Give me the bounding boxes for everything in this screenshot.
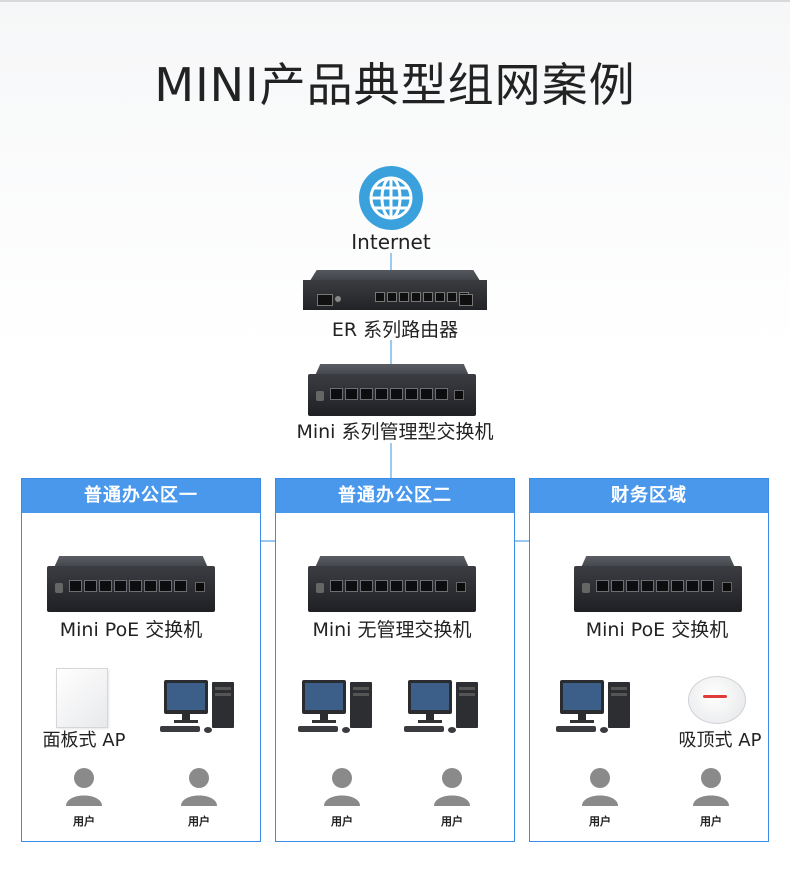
desktop-pc-icon xyxy=(160,680,234,733)
zone-switch-label: Mini PoE 交换机 xyxy=(59,619,203,641)
user-icon xyxy=(66,768,102,806)
switch-icon xyxy=(574,556,742,612)
zone-title: 普通办公区二 xyxy=(276,479,514,513)
zone-switch-label: Mini PoE 交换机 xyxy=(585,619,729,641)
top-divider xyxy=(0,0,790,2)
internet-label: Internet xyxy=(351,230,431,254)
user-icon xyxy=(434,768,470,806)
zone-office-1: 普通办公区一 xyxy=(21,478,261,842)
switch-icon xyxy=(308,556,476,612)
zone-title: 普通办公区一 xyxy=(22,479,260,513)
globe-icon xyxy=(358,165,424,231)
user-icon xyxy=(181,768,217,806)
zone-title: 财务区域 xyxy=(530,479,768,513)
desktop-pc-icon xyxy=(556,680,630,733)
switch-icon xyxy=(47,556,215,612)
router-label: ER 系列路由器 xyxy=(331,319,459,341)
switch-icon xyxy=(308,364,476,416)
zone-office-2: 普通办公区二 xyxy=(275,478,515,842)
user-icon xyxy=(582,768,618,806)
zone-switch-label: Mini 无管理交换机 xyxy=(312,619,472,641)
user-icon xyxy=(324,768,360,806)
ceiling-ap-icon xyxy=(688,676,746,724)
device-label: 吸顶式 AP xyxy=(678,730,762,751)
desktop-pc-icon xyxy=(404,680,478,733)
user-label: 用户 xyxy=(700,815,722,828)
router-icon xyxy=(303,270,487,310)
user-label: 用户 xyxy=(589,815,611,828)
desktop-pc-icon xyxy=(298,680,372,733)
device-label: 面板式 AP xyxy=(42,730,126,751)
zone-finance: 财务区域 xyxy=(529,478,769,842)
page-title: MINI产品典型组网案例 xyxy=(154,58,636,112)
user-label: 用户 xyxy=(331,815,353,828)
user-label: 用户 xyxy=(73,815,95,828)
user-label: 用户 xyxy=(441,815,463,828)
user-label: 用户 xyxy=(188,815,210,828)
core-switch-label: Mini 系列管理型交换机 xyxy=(296,421,494,443)
panel-ap-icon xyxy=(56,668,108,728)
user-icon xyxy=(693,768,729,806)
